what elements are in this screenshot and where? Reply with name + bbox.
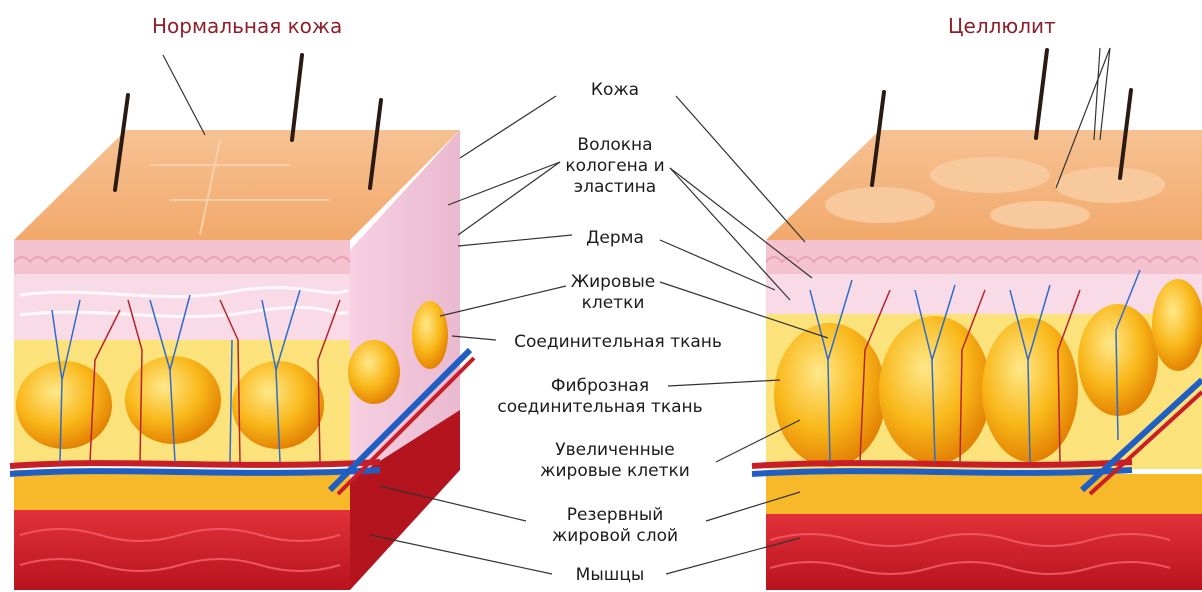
cellulite-muscle-layer [766,514,1202,590]
label-fibrous-line: Фиброзная [497,376,702,397]
label-fibers-line: Волокна [565,135,664,156]
leader-line [1094,48,1100,140]
label-skin: Кожа [591,80,639,101]
hair-icon [292,55,302,140]
normal-vein [10,470,380,474]
cellulite-top-bump [1055,167,1165,203]
label-enlarged-line: Увеличенные [540,440,690,461]
hair-icon [1036,50,1047,138]
cellulite-top-bump [990,201,1090,229]
label-muscles: Мышцы [576,565,645,586]
leader-line [448,162,560,205]
normal-fat-lobule [348,340,400,404]
label-fibers: Волокна кологена и эластина [565,135,664,198]
label-fibrous-line: соединительная ткань [497,397,702,418]
label-fibers-line: кологена и [565,156,664,177]
normal-reserve-fat [14,470,350,510]
cellulite-vein [752,470,1132,474]
cellulite-skin-block [752,50,1202,590]
label-reserve-line: Резервный [552,505,678,526]
title-cellulite: Целлюлит [948,14,1056,38]
leader-line [458,235,572,246]
label-enlarged-line: жировые клетки [540,461,690,482]
cellulite-fat-lobule [1152,279,1202,371]
label-reserve-line: жировой слой [552,526,678,547]
leader-line [370,535,552,574]
leader-line [458,162,560,235]
normal-artery [10,462,380,466]
cellulite-artery [752,462,1132,466]
leader-line [676,96,805,242]
leader-line [670,168,790,300]
label-fibrous-tissue: Фиброзная соединительная ткань [497,376,702,418]
leader-line [460,96,556,158]
cellulite-top-bump [825,187,935,223]
cellulite-reserve-fat [766,474,1202,514]
title-normal-skin: Нормальная кожа [152,14,342,38]
label-fat-cells: Жировые клетки [571,272,655,314]
label-fat-cells-line: Жировые [571,272,655,293]
label-fat-cells-line: клетки [571,293,655,314]
cellulite-top-bump [930,157,1050,193]
label-dermis: Дерма [586,228,644,249]
normal-skin-block [10,55,474,590]
normal-fat-lobule [412,301,448,369]
label-connective-tissue: Соединительная ткань [514,332,722,353]
leader-line [163,55,205,135]
label-fibers-line: эластина [565,177,664,198]
normal-muscle-layer [14,510,350,590]
label-reserve-fat: Резервный жировой слой [552,505,678,547]
label-enlarged-fat-cells: Увеличенные жировые клетки [540,440,690,482]
